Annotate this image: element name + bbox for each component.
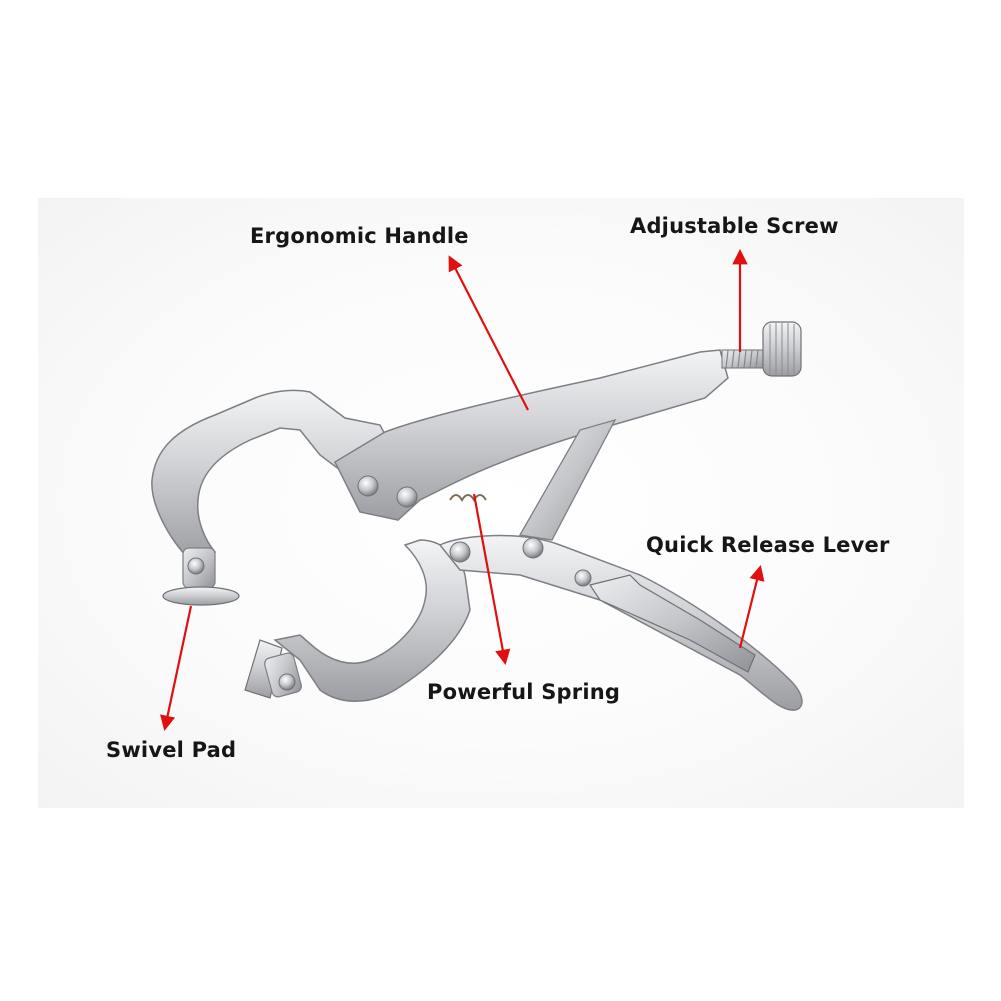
lower-jaw [273, 539, 471, 702]
callout-arrows [160, 248, 765, 732]
swivel-pad-lower [244, 639, 302, 699]
arrow-ergonomic-handle [448, 255, 529, 411]
label-ergonomic-handle: Ergonomic Handle [250, 224, 469, 248]
label-quick-release-lever: Quick Release Lever [646, 533, 890, 557]
rivet [574, 569, 592, 587]
label-swivel-pad: Swivel Pad [106, 738, 237, 762]
swivel-pad-upper [162, 547, 240, 606]
upper-c-jaw [151, 389, 389, 561]
adjustable-screw [721, 321, 802, 377]
label-powerful-spring: Powerful Spring [427, 680, 621, 704]
spring [449, 494, 487, 502]
rivets [357, 475, 592, 587]
arrow-swivel-pad [160, 605, 193, 732]
release-lever [589, 574, 756, 673]
arrow-powerful-spring [472, 493, 511, 666]
rivet [396, 486, 418, 508]
rivet [357, 475, 379, 497]
label-adjustable-screw: Adjustable Screw [630, 214, 839, 238]
link-arm [518, 418, 617, 541]
arrow-quick-release-lever [738, 565, 765, 649]
upper-handle-body [334, 349, 729, 521]
rivet [449, 541, 471, 563]
rivet [522, 537, 544, 559]
lower-handle [438, 534, 803, 711]
